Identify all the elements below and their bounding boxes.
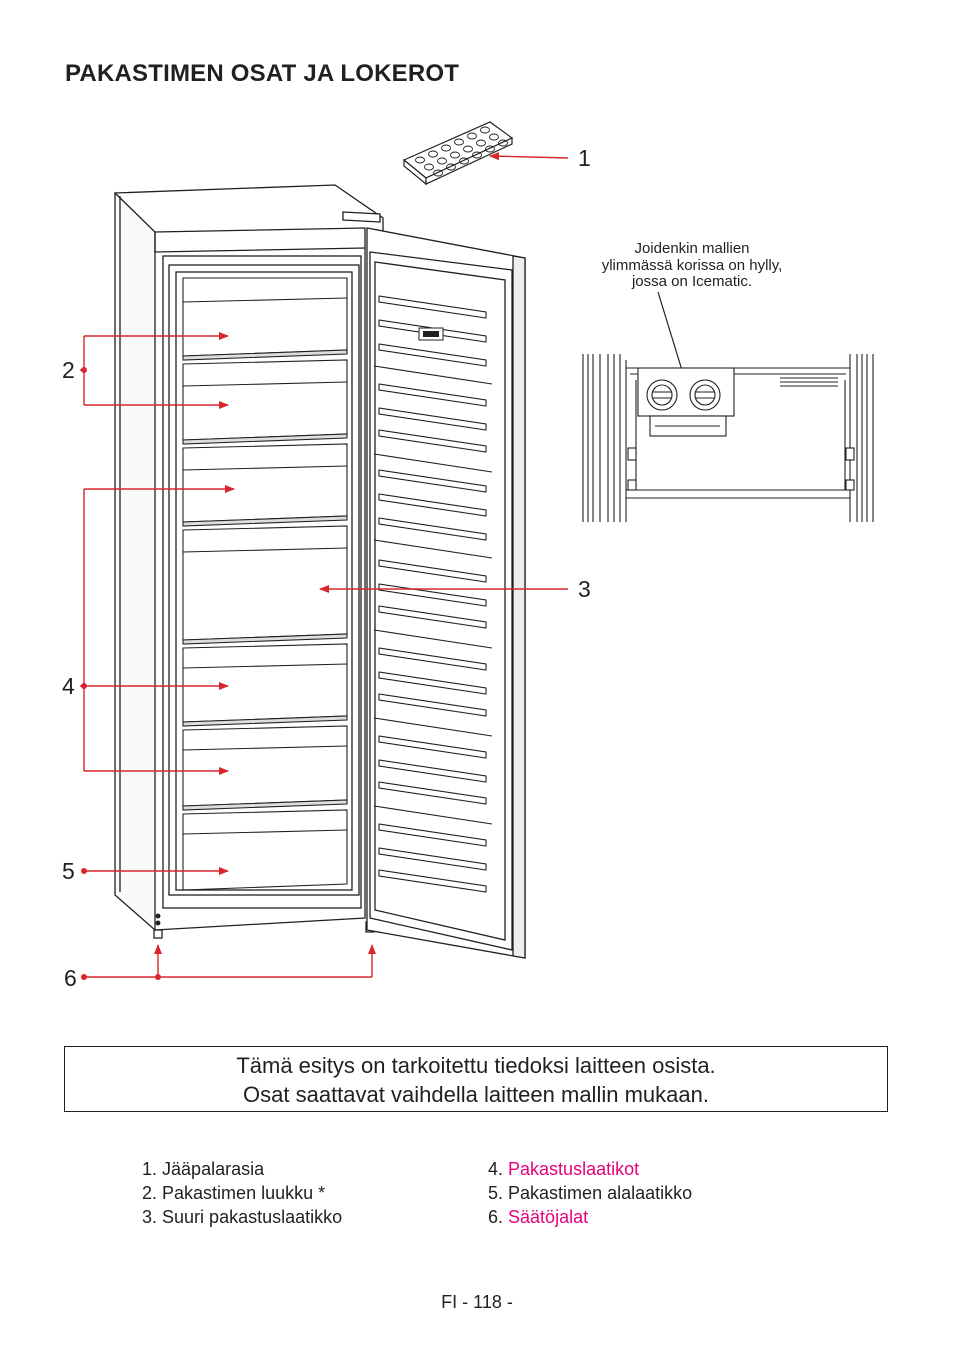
callout-6: 6 [64,965,77,991]
info-notice-box: Tämä esitys on tarkoitettu tiedoksi lait… [64,1046,888,1112]
icematic-inset-illustration [582,291,874,522]
legend-item-6: 6. Säätöjalat [488,1207,589,1227]
notice-line-2: Osat saattavat vaihdella laitteen mallin… [243,1082,709,1107]
inset-note-line-3: jossa on Icematic. [631,273,752,290]
callout-dots [81,367,161,980]
legend-item-1: 1. Jääpalarasia [142,1159,265,1179]
callout-1: 1 [578,145,591,171]
callout-3: 3 [578,576,591,602]
callout-5: 5 [62,858,75,884]
legend-column-2: 4. Pakastuslaatikot 5. Pakastimen alalaa… [488,1157,692,1229]
page-title: PAKASTIMEN OSAT JA LOKEROT [65,60,460,87]
callout-leaders [80,152,569,978]
callout-2: 2 [62,357,75,383]
page-number: FI - 118 - [441,1292,513,1312]
legend-item-3: 3. Suuri pakastuslaatikko [142,1207,343,1227]
freezer-illustration [114,184,526,959]
legend-item-2: 2. Pakastimen luukku * [142,1183,326,1203]
notice-line-1: Tämä esitys on tarkoitettu tiedoksi lait… [236,1053,716,1078]
callout-4: 4 [62,673,75,699]
legend-item-4: 4. Pakastuslaatikot [488,1159,640,1179]
ice-tray-icon [402,121,514,186]
inset-note-line-1: Joidenkin mallien [634,240,749,257]
legend-column-1: 1. Jääpalarasia 2. Pakastimen luukku * 3… [142,1157,342,1229]
inset-note-line-2: ylimmässä korissa on hylly, [602,257,783,274]
freezer-diagram: 1 2 3 4 5 6 Joidenkin mallien ylimmässä … [62,121,874,991]
legend-item-5: 5. Pakastimen alalaatikko [488,1183,693,1203]
